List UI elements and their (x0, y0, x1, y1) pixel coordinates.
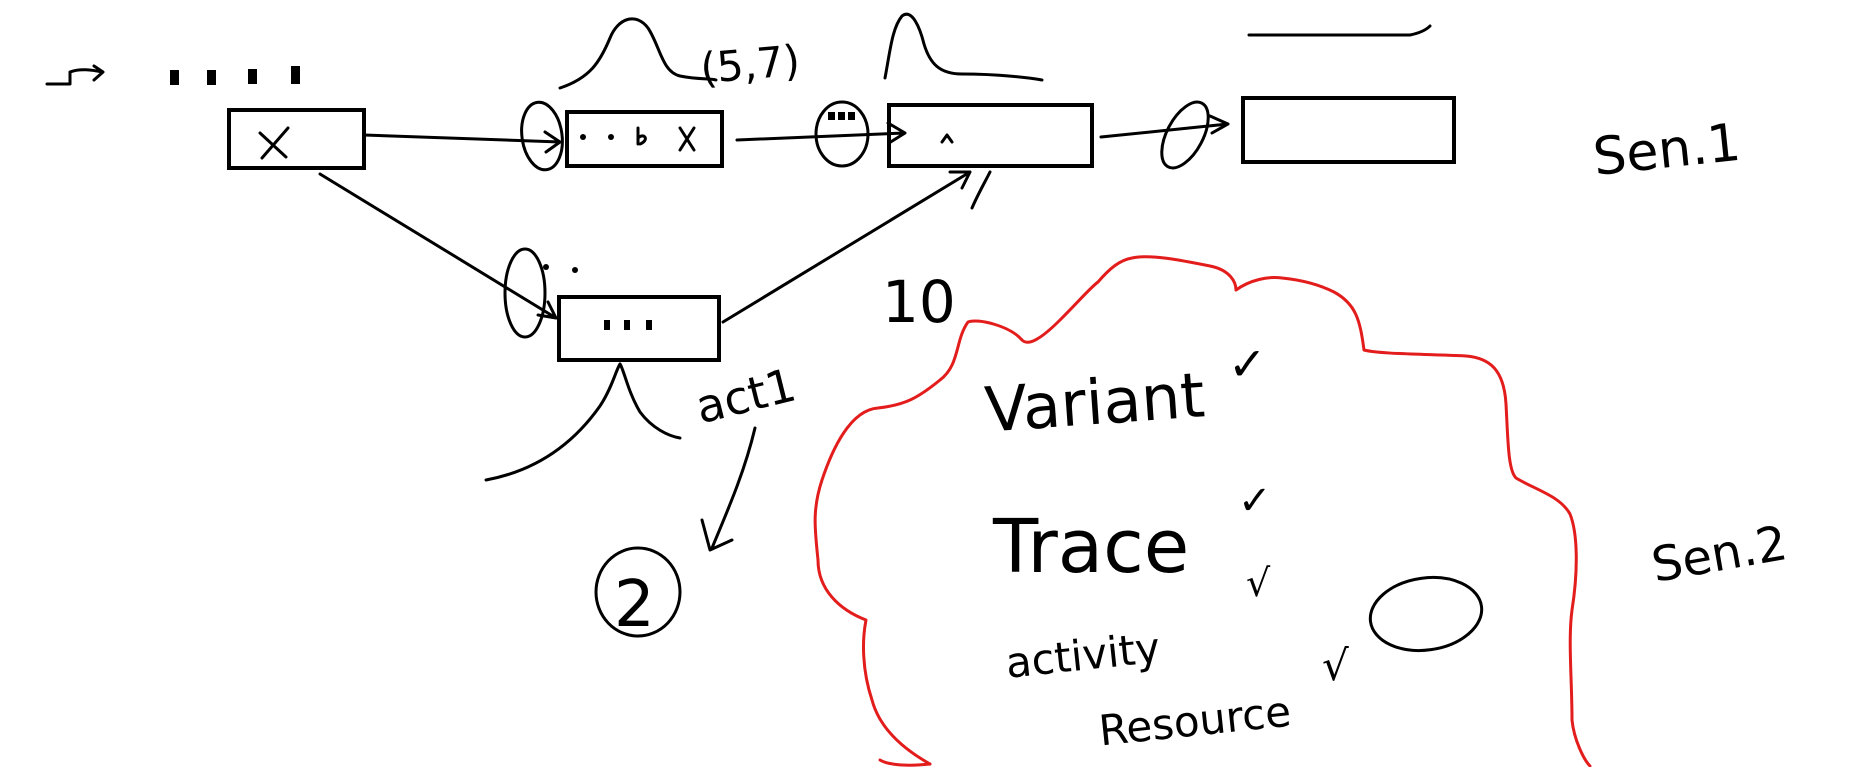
token-dots (170, 66, 300, 85)
arrow-lower-to-center (721, 170, 972, 324)
arrow-middle-to-center (735, 121, 907, 145)
middle-top-box (565, 110, 724, 168)
act-label: act1 (690, 357, 801, 434)
number-ten: 10 (882, 268, 956, 336)
cloud-bottom-left (878, 758, 932, 767)
small-ellipse (1368, 576, 1484, 652)
circle-marker-3 (1160, 100, 1210, 170)
scenario-1-label: Sen.1 (1590, 113, 1743, 188)
circled-number: 2 (594, 546, 682, 642)
distribution-curve-1 (558, 17, 718, 90)
svg-text:activity: activity (1003, 623, 1162, 688)
tuple-label: (5,7) (698, 36, 801, 93)
cloud-item-trace: Trace ✓ (992, 478, 1272, 590)
arrow-start-to-lower (318, 172, 558, 320)
cloud-list: Variant ✓ Trace ✓ activity √ Resource √ (983, 337, 1349, 755)
start-marker-arrow (45, 64, 105, 86)
cloud-outline (813, 255, 1592, 767)
arrow-center-to-end (1099, 114, 1230, 139)
circle-marker-4 (503, 247, 578, 339)
lower-box (557, 295, 721, 362)
svg-text:Variant: Variant (983, 358, 1207, 446)
svg-text:√: √ (1246, 561, 1271, 605)
arrow-tick (970, 170, 992, 210)
arrow-act-to-circle (700, 426, 757, 552)
svg-text:2: 2 (614, 568, 655, 642)
svg-text:Resource: Resource (1097, 687, 1294, 756)
svg-text:Trace: Trace (992, 504, 1189, 590)
arrow-start-to-middle (362, 130, 562, 154)
end-top-line (1247, 24, 1432, 37)
distribution-curve-2 (883, 12, 1044, 82)
center-box (887, 103, 1094, 168)
svg-text:✓: ✓ (1228, 337, 1267, 391)
svg-text:✓: ✓ (1238, 478, 1272, 524)
scenario-2-label: Sen.2 (1647, 515, 1791, 594)
start-box (227, 108, 366, 170)
distribution-curve-3 (484, 362, 682, 482)
end-box (1241, 96, 1456, 164)
cloud-item-variant: Variant ✓ (983, 337, 1267, 447)
svg-text:√: √ (1322, 641, 1349, 690)
circle-marker-1 (520, 100, 564, 172)
